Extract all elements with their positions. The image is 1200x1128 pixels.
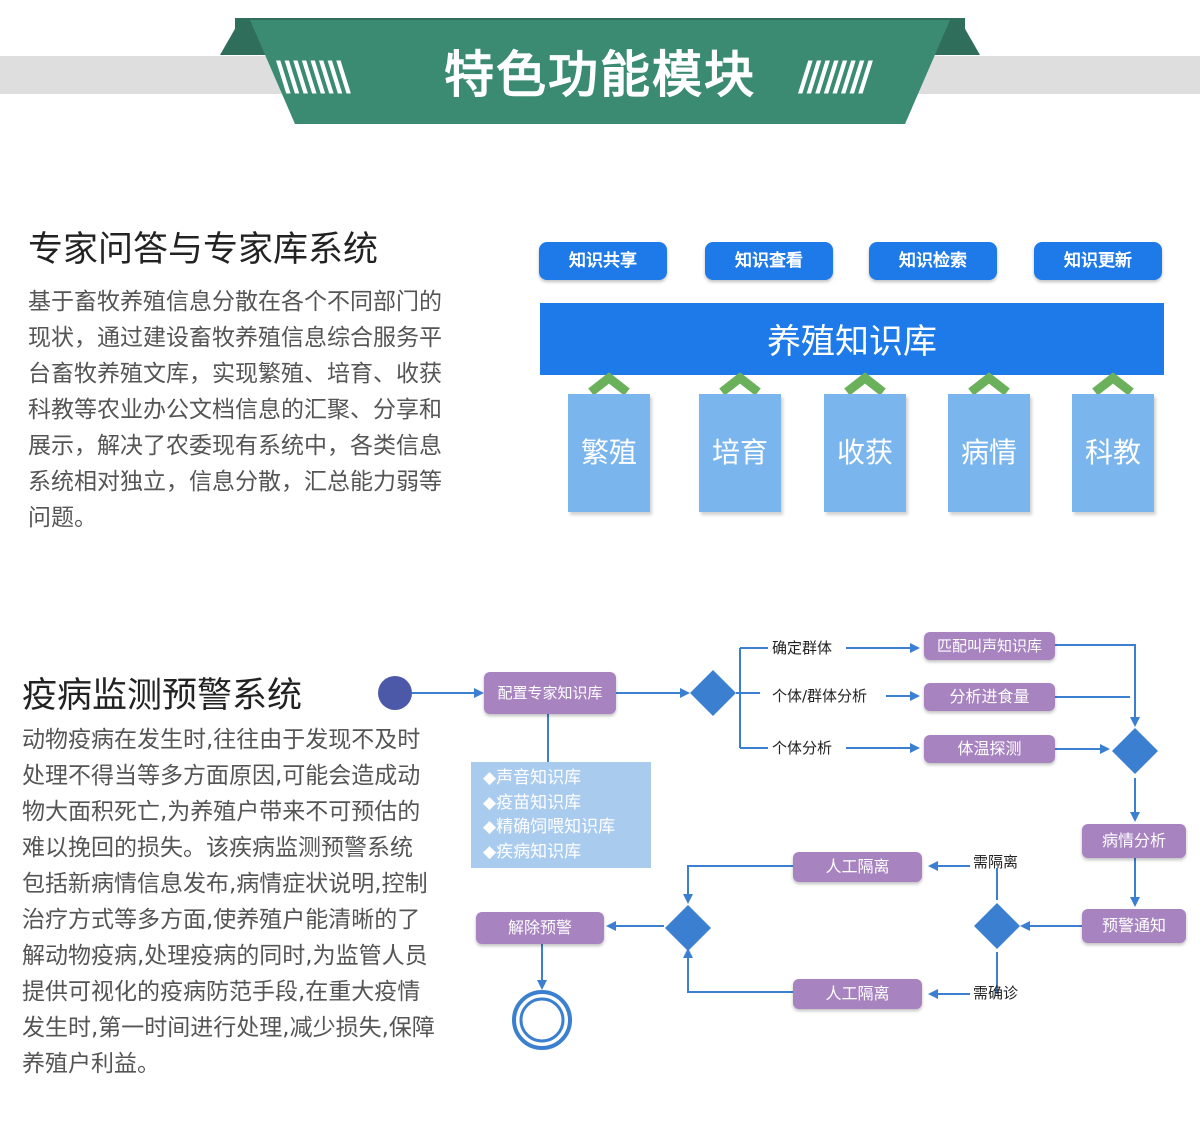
chevron-up-icon xyxy=(719,372,761,396)
chevron-up-icon xyxy=(588,372,630,396)
kb-list-item: ◆声音知识库 xyxy=(483,768,582,788)
column-education: 科教 xyxy=(1072,394,1154,512)
column-breeding: 繁殖 xyxy=(568,394,650,512)
knowledge-search-button[interactable]: 知识检索 xyxy=(869,242,997,280)
section1-title: 专家问答与专家库系统 xyxy=(28,230,379,270)
banner-ribbon xyxy=(220,18,980,124)
section1-description: 基于畜牧养殖信息分散在各个不同部门的 现状，通过建设畜牧养殖信息综合服务平 台畜… xyxy=(28,289,442,531)
column-cultivation: 培育 xyxy=(699,394,781,512)
label-individual-analysis: 个体分析 xyxy=(772,739,833,757)
knowledge-base-bar: 养殖知识库 xyxy=(540,303,1164,375)
kb-list-item: ◆疾病知识库 xyxy=(483,841,582,862)
chevron-up-icon xyxy=(968,372,1010,396)
label-individual-group-analysis: 个体/群体分析 xyxy=(772,687,868,705)
label-need-diagnosis: 需确诊 xyxy=(973,984,1019,1002)
kb-list-item: ◆精确饲喂知识库 xyxy=(483,817,616,837)
label-need-isolation: 需隔离 xyxy=(973,853,1019,871)
temperature-detect-box: 体温探测 xyxy=(924,735,1055,763)
kb-list-item: ◆疫苗知识库 xyxy=(483,792,582,813)
column-harvest: 收获 xyxy=(824,394,906,512)
warning-notice-box: 预警通知 xyxy=(1082,909,1186,943)
label-determine-group: 确定群体 xyxy=(772,639,833,657)
config-expert-kb-box: 配置专家知识库 xyxy=(484,672,616,714)
knowledge-view-button[interactable]: 知识查看 xyxy=(705,242,833,280)
knowledge-share-button[interactable]: 知识共享 xyxy=(539,242,667,280)
manual-isolation-box-bottom: 人工隔离 xyxy=(793,979,922,1009)
release-warning-box: 解除预警 xyxy=(476,912,604,944)
chevron-up-icon xyxy=(844,372,886,396)
kb-list-panel: ◆声音知识库 ◆疫苗知识库 ◆精确饲喂知识库 ◆疾病知识库 xyxy=(471,762,651,868)
banner-right-hatch: //////// xyxy=(798,54,873,100)
analyze-intake-box: 分析进食量 xyxy=(924,683,1055,711)
match-sound-kb-box: 匹配叫声知识库 xyxy=(924,632,1055,660)
banner-left-hatch: \\\\\\\\ xyxy=(276,54,351,100)
section2-description: 动物疫病在发生时,往往由于发现不及时 处理不得当等多方面原因,可能会造成动 物大… xyxy=(22,727,435,1077)
knowledge-update-button[interactable]: 知识更新 xyxy=(1034,242,1162,280)
chevron-up-icon xyxy=(1092,372,1134,396)
column-disease: 病情 xyxy=(948,394,1030,512)
manual-isolation-box-top: 人工隔离 xyxy=(793,852,922,882)
section2-title: 疫病监测预警系统 xyxy=(22,676,303,716)
disease-analysis-box: 病情分析 xyxy=(1082,824,1186,858)
banner-title: 特色功能模块 xyxy=(444,46,756,104)
